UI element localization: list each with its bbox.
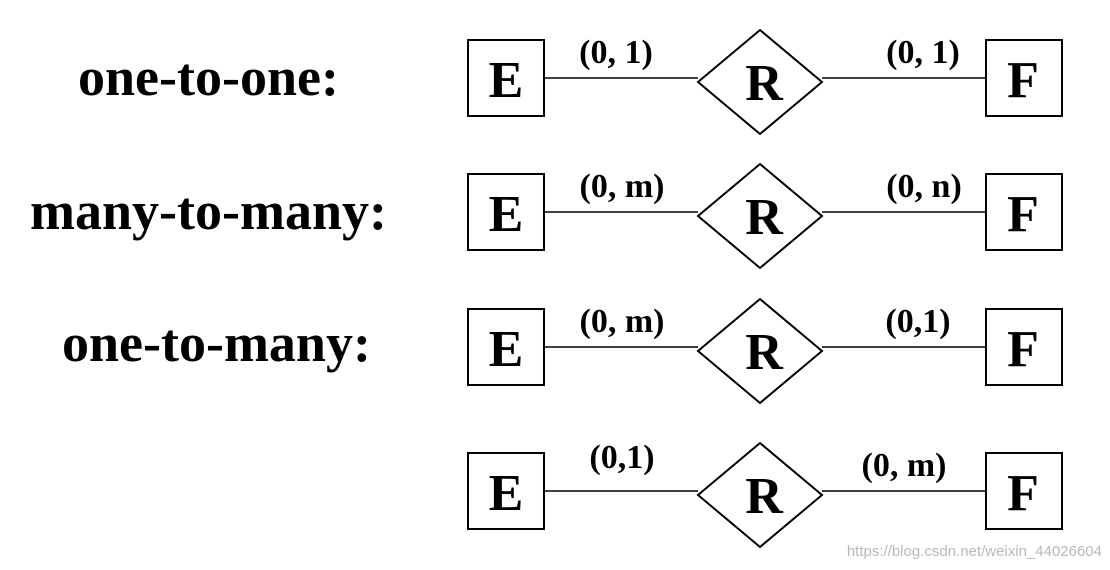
entity-right-letter: F [1007, 186, 1039, 243]
watermark-url: https://blog.csdn.net/weixin_44026604 [846, 543, 1102, 560]
cardinality-left: (0,1) [589, 439, 654, 476]
cardinality-left: (0, m) [580, 303, 665, 340]
relationship-diamond [696, 28, 824, 136]
entity-left-letter: E [489, 321, 524, 378]
entity-box-left [467, 452, 545, 530]
cardinality-right: (0, m) [862, 447, 947, 484]
entity-right-letter: F [1007, 52, 1039, 109]
label-many-to-many: many-to-many: [30, 181, 387, 241]
relationship-diamond [696, 297, 824, 405]
relationship-letter: R [745, 324, 784, 381]
label-one-to-many: one-to-many: [62, 313, 371, 373]
cardinality-right: (0, n) [886, 168, 962, 205]
relationship-diamond [696, 441, 824, 549]
er-row-2: E R F (0, m) (0, n) [467, 162, 1063, 270]
entity-box-right [985, 173, 1063, 251]
entity-box-left [467, 39, 545, 117]
entity-right-letter: F [1007, 321, 1039, 378]
entity-box-right [985, 39, 1063, 117]
relationship-letter: R [745, 468, 784, 525]
entity-box-left [467, 308, 545, 386]
er-row-4: E R F (0,1) (0, m) [467, 439, 1063, 549]
entity-box-right [985, 308, 1063, 386]
relationship-letter: R [745, 55, 784, 112]
cardinality-left: (0, m) [580, 168, 665, 205]
label-one-to-one: one-to-one: [78, 47, 339, 107]
entity-left-letter: E [489, 52, 524, 109]
entity-right-letter: F [1007, 465, 1039, 522]
er-row-1: E R F (0, 1) (0, 1) [467, 28, 1063, 136]
er-row-3: E R F (0, m) (0,1) [467, 297, 1063, 405]
relationship-letter: R [745, 189, 784, 246]
entity-left-letter: E [489, 465, 524, 522]
cardinality-left: (0, 1) [579, 34, 653, 71]
entity-box-right [985, 452, 1063, 530]
entity-box-left [467, 173, 545, 251]
cardinality-right: (0, 1) [886, 34, 960, 71]
entity-left-letter: E [489, 186, 524, 243]
relationship-diamond [696, 162, 824, 270]
cardinality-right: (0,1) [885, 303, 950, 340]
